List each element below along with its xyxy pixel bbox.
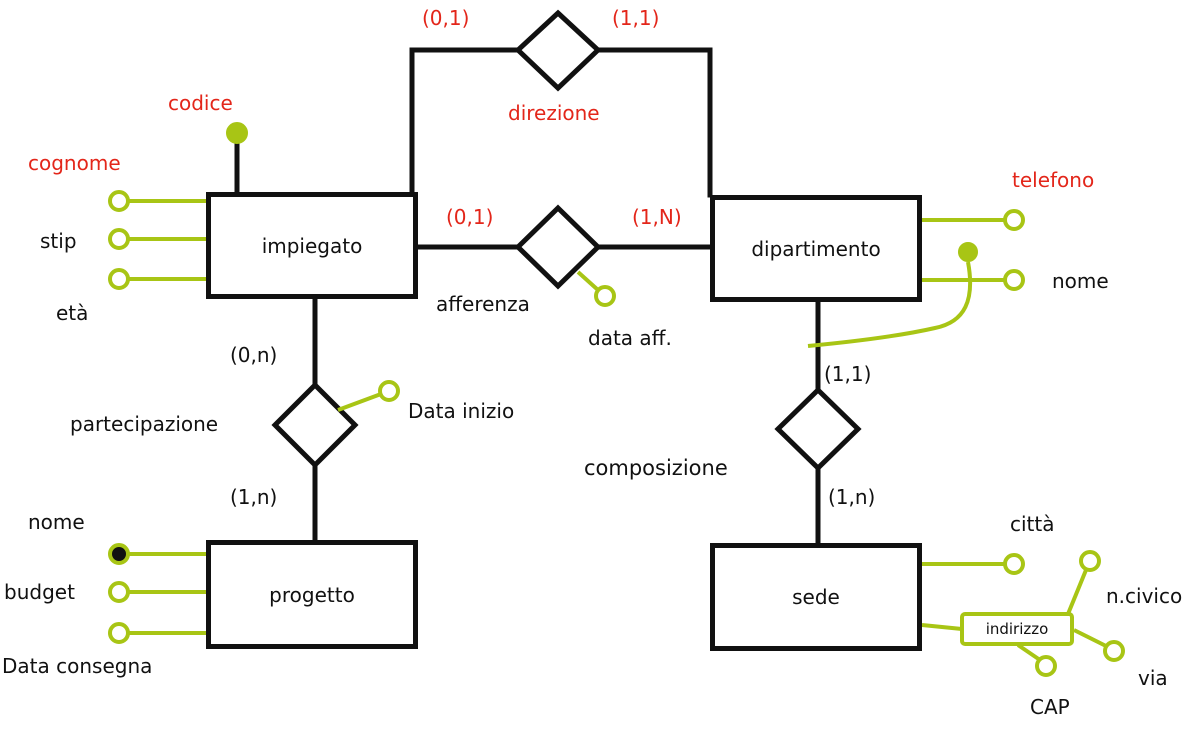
attr-data-aff-label: data aff. [588, 326, 672, 350]
codice-key-circle [226, 122, 248, 144]
card-composizione-dipartimento: (1,1) [824, 362, 872, 386]
card-composizione-sede: (1,n) [828, 485, 876, 509]
partecipazione-diamond [271, 381, 359, 469]
entity-dipartimento: dipartimento [710, 195, 922, 302]
cap-line [1016, 643, 1042, 662]
citta-attr-circle [1003, 553, 1025, 575]
telefono-attr-circle [1003, 209, 1025, 231]
entity-sede: sede [710, 543, 922, 651]
relationship-diamonds [271, 9, 862, 472]
attr-eta-label: età [56, 301, 89, 325]
card-partecipazione-impiegato: (0,n) [230, 343, 278, 367]
card-afferenza-dipartimento: (1,N) [632, 205, 682, 229]
data-aff-line [576, 270, 600, 292]
attribute-circles [108, 190, 1125, 677]
relationship-afferenza-label: afferenza [436, 292, 530, 316]
attr-civico-label: n.civico [1106, 584, 1183, 608]
cap-attr-circle [1035, 655, 1057, 677]
composizione-diamond [774, 386, 862, 472]
civico-line [1066, 569, 1088, 615]
via-line [1073, 628, 1107, 648]
indirizzo-composite-box: indirizzo [960, 612, 1074, 646]
afferenza-diamond [514, 204, 602, 290]
data-aff-attr-circle [594, 285, 616, 307]
eta-attr-circle [108, 268, 130, 290]
direzione-diamond [514, 9, 602, 92]
cognome-attr-circle [108, 190, 130, 212]
attr-data-consegna-label: Data consegna [2, 654, 153, 678]
attr-stip-label: stip [40, 229, 77, 253]
direzione-line-left [409, 47, 521, 198]
card-partecipazione-progetto: (1,n) [230, 485, 278, 509]
attr-codice-label: codice [168, 91, 233, 115]
relationship-composizione-label: composizione [584, 456, 728, 480]
entity-impiegato: impiegato [206, 192, 418, 299]
via-attr-circle [1103, 640, 1125, 662]
dipartimento-key-circle [958, 242, 978, 262]
entity-progetto: progetto [206, 540, 418, 649]
attr-cap-label: CAP [1030, 695, 1070, 719]
attribute-lines [128, 199, 1107, 662]
civico-attr-circle [1079, 550, 1101, 572]
relationship-lines [234, 47, 821, 548]
budget-attr-circle [108, 581, 130, 603]
attr-telefono-label: telefono [1012, 168, 1095, 192]
card-afferenza-impiegato: (0,1) [446, 205, 494, 229]
stip-attr-circle [108, 228, 130, 250]
data-inizio-line [337, 392, 382, 412]
indirizzo-line [921, 623, 963, 631]
data-consegna-attr-circle [108, 622, 130, 644]
direzione-line-right [595, 47, 713, 198]
card-direzione-impiegato: (0,1) [422, 6, 470, 30]
data-inizio-attr-circle [378, 380, 400, 402]
attr-nome-dipartimento-label: nome [1052, 269, 1109, 293]
key-markers [108, 122, 978, 565]
attr-via-label: via [1138, 666, 1168, 690]
attr-budget-label: budget [4, 580, 75, 604]
nome-dip-attr-circle [1003, 269, 1025, 291]
attr-nome-progetto-label: nome [28, 510, 85, 534]
relationship-partecipazione-label: partecipazione [70, 412, 219, 436]
nome-prog-key-circle [108, 543, 130, 565]
dipartimento-key-curve [807, 261, 973, 348]
attr-cognome-label: cognome [28, 151, 121, 175]
attr-citta-label: città [1010, 512, 1055, 536]
card-direzione-dipartimento: (1,1) [612, 6, 660, 30]
attr-data-inizio-label: Data inizio [408, 399, 515, 423]
relationship-direzione-label: direzione [508, 101, 600, 125]
